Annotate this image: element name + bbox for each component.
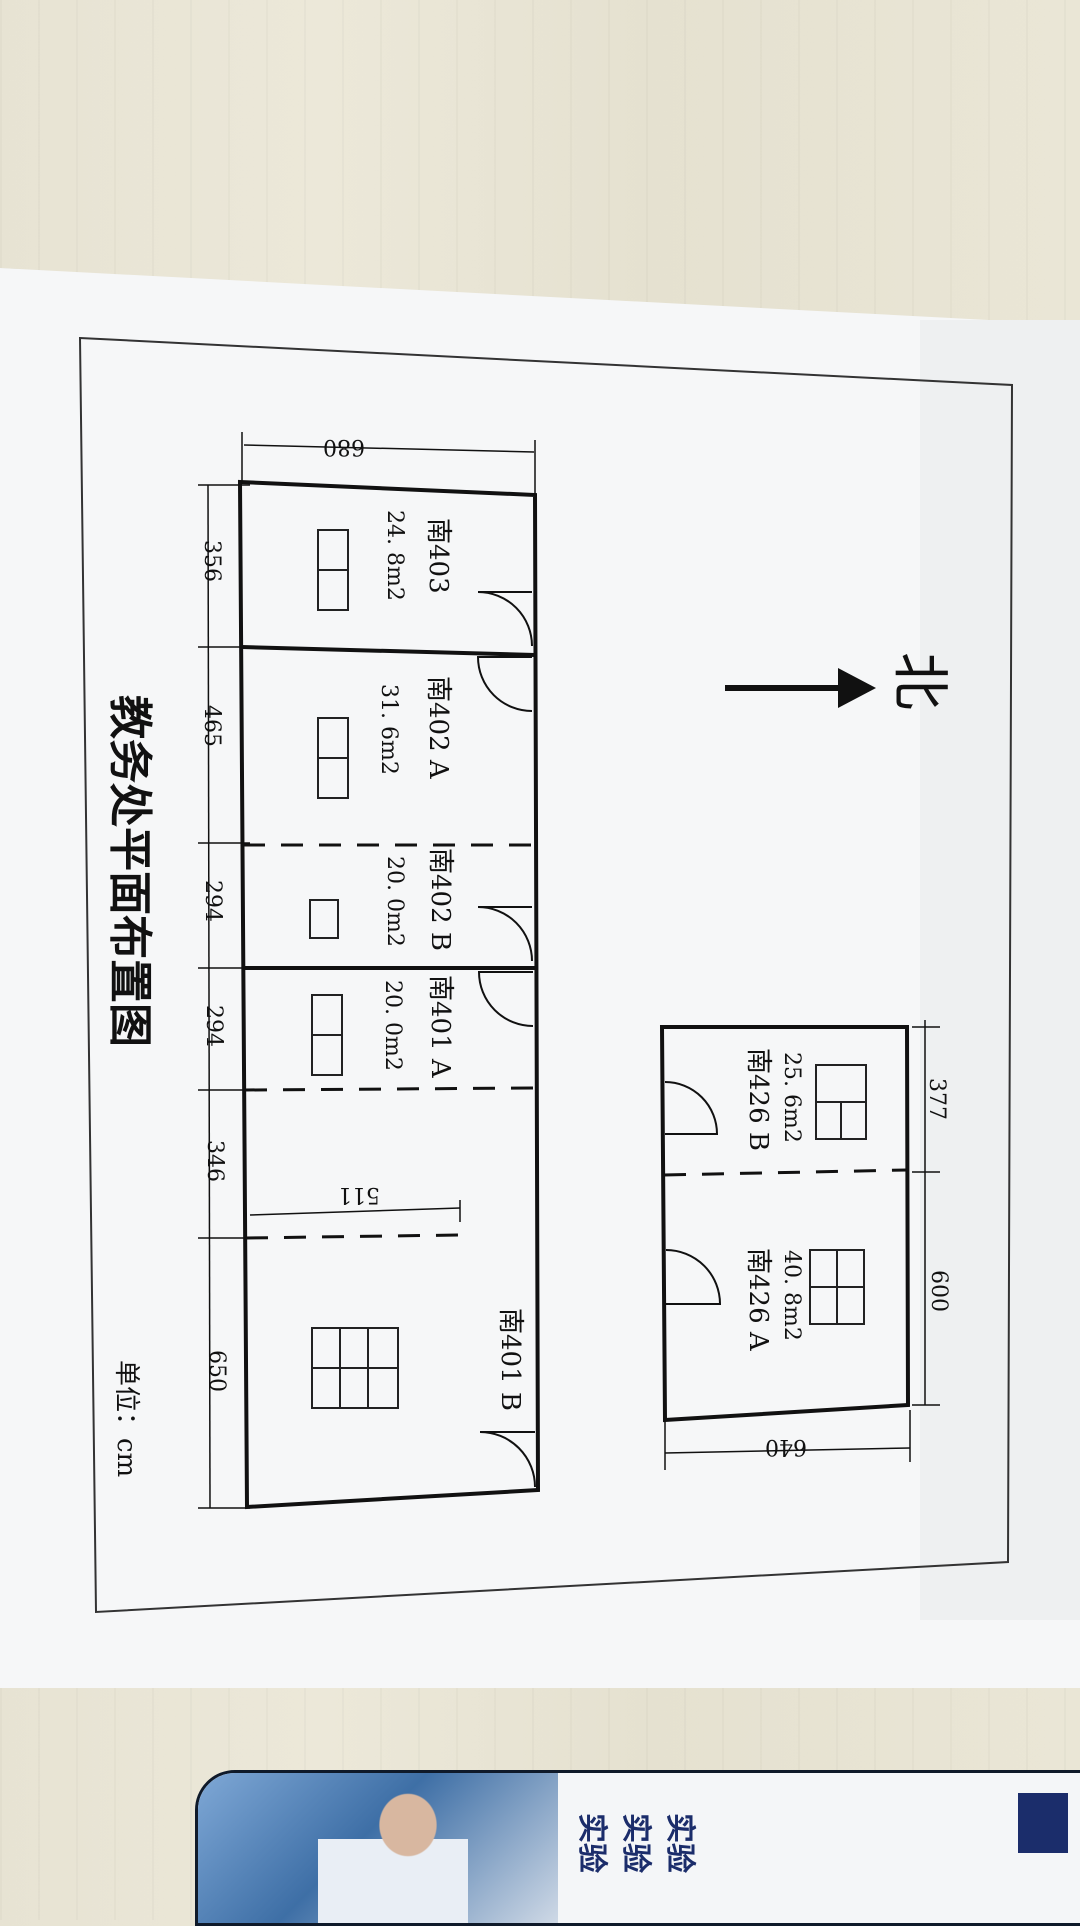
room-area-s426b: 25. 6m2 — [779, 1052, 804, 1143]
desk-402a — [317, 717, 349, 799]
dim-seg2: 465 — [199, 705, 224, 747]
room-name-s402a: 南402 A — [423, 676, 453, 780]
main-building-outline — [237, 479, 541, 1510]
desk-402b — [309, 899, 339, 939]
left-dimension-lines — [198, 484, 250, 1509]
paper-sheet — [0, 268, 1080, 1688]
door-426b — [664, 1081, 719, 1135]
door-403 — [477, 591, 533, 647]
top-dimension-line — [241, 432, 536, 494]
dim-seg3: 294 — [200, 880, 225, 922]
dim-seg4: 294 — [201, 1005, 226, 1047]
page-frame — [78, 336, 1014, 1614]
room-area-s403: 24. 8m2 — [382, 510, 407, 601]
room-name-s403: 南403 — [423, 518, 453, 594]
partition-426a-426b — [663, 1168, 908, 1177]
door-402a — [476, 656, 533, 712]
second-paper-sheet — [920, 320, 1080, 1620]
door-401b — [479, 1431, 536, 1488]
dim-r426-width: 640 — [765, 1434, 807, 1459]
desk-401b — [311, 1327, 399, 1409]
desk-403 — [317, 529, 349, 611]
room-426-dimension-lines — [664, 1020, 940, 1470]
desk-401a — [311, 994, 343, 1076]
room-area-s426a: 40. 8m2 — [779, 1250, 804, 1341]
unit-label: 单位：cm — [111, 1360, 141, 1477]
dim-seg6: 650 — [204, 1350, 229, 1392]
brochure-logo-icon — [1018, 1793, 1068, 1853]
dim-inner: 511 — [338, 1182, 380, 1207]
wall-403-402 — [241, 645, 536, 657]
room-area-s402a: 31. 6m2 — [376, 684, 401, 775]
room-area-s401a: 20. 0m2 — [380, 980, 405, 1071]
north-label: 北 — [886, 652, 954, 710]
brochure-cover: 实验 实验 实验 — [195, 1770, 1080, 1926]
dim-r426b-len: 377 — [924, 1078, 949, 1120]
brochure-person-image — [318, 1783, 468, 1923]
partition-401a-401b — [244, 1086, 537, 1092]
partition-inner — [245, 1233, 461, 1240]
brochure-text-2: 实验 — [618, 1813, 653, 1873]
north-arrow-icon — [725, 668, 876, 708]
dim-r426a-len: 600 — [926, 1270, 951, 1312]
room-area-s402b: 20. 0m2 — [382, 856, 407, 947]
brochure-text-3: 实验 — [574, 1813, 609, 1873]
room-name-s426a: 南426 A — [743, 1248, 773, 1352]
desk-426a — [809, 1249, 865, 1325]
room-name-s401b: 南401 B — [495, 1308, 525, 1411]
dim-seg1: 356 — [199, 540, 224, 582]
room-name-s401a: 南401 A — [425, 975, 455, 1079]
brochure-text-1: 实验 — [662, 1813, 697, 1873]
dim-seg5: 346 — [202, 1140, 227, 1182]
inner-dimension-line — [249, 1200, 461, 1222]
room-426-outline — [659, 1025, 911, 1423]
door-402b — [477, 906, 533, 962]
plan-title: 教务处平面布置图 — [104, 695, 155, 1047]
dim-top-width: 680 — [323, 434, 365, 459]
brochure-text-area: 实验 实验 实验 — [574, 1793, 1068, 1873]
room-name-s402b: 南402 B — [425, 848, 455, 951]
desk-426b — [815, 1064, 867, 1140]
room-name-s426b: 南426 B — [743, 1048, 773, 1151]
door-401a — [477, 971, 534, 1027]
door-426a — [665, 1249, 722, 1305]
